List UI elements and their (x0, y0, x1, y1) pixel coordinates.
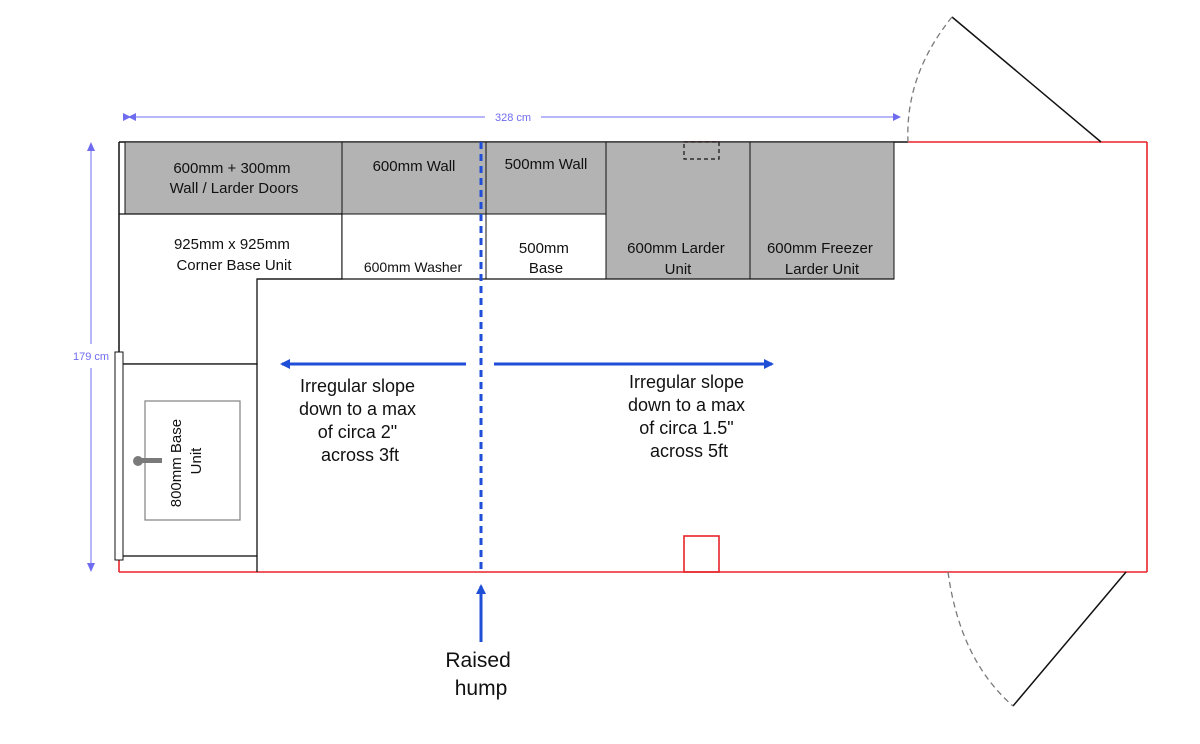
unit-500mm-wall (485, 141, 607, 215)
label-wall-larder-doors: 600mm + 300mm Wall / Larder Doors (170, 160, 299, 197)
tap-icon (133, 456, 162, 466)
unit-wall-larder-doors (124, 141, 343, 215)
label-600mm-wall: 600mm Wall (373, 158, 456, 175)
door-top-right (907, 16, 1102, 143)
dimension-height: 179 cm (73, 142, 109, 572)
label-corner-base-unit: 925mm x 925mm Corner Base Unit (174, 236, 294, 274)
dimension-width: 328 cm (123, 112, 901, 124)
window-frame (114, 351, 124, 561)
door-bottom-right (947, 571, 1127, 707)
right-slope-note: Irregular slope down to a max of circa 1… (628, 372, 750, 461)
label-600mm-freezer-larder: 600mm Freezer Larder Unit (767, 240, 877, 278)
unit-600mm-wall (341, 141, 487, 215)
label-500mm-base: 500mm Base (519, 240, 573, 277)
unit-600mm-freezer-larder (749, 141, 895, 280)
label-500mm-wall: 500mm Wall (505, 156, 588, 173)
hatch-marker-bottom (683, 535, 720, 573)
label-600mm-washer: 600mm Washer (364, 259, 463, 275)
left-slope-note: Irregular slope down to a max of circa 2… (299, 376, 421, 465)
label-800mm-base-unit: 800mm Base Unit (168, 415, 205, 508)
dimension-height-label: 179 cm (73, 351, 109, 363)
raised-hump-note: Raised hump (445, 649, 516, 700)
dimension-width-label: 328 cm (495, 112, 531, 124)
unit-600mm-larder (605, 141, 751, 280)
larder-dashed-outline (683, 141, 720, 160)
label-600mm-larder: 600mm Larder Unit (627, 240, 729, 278)
